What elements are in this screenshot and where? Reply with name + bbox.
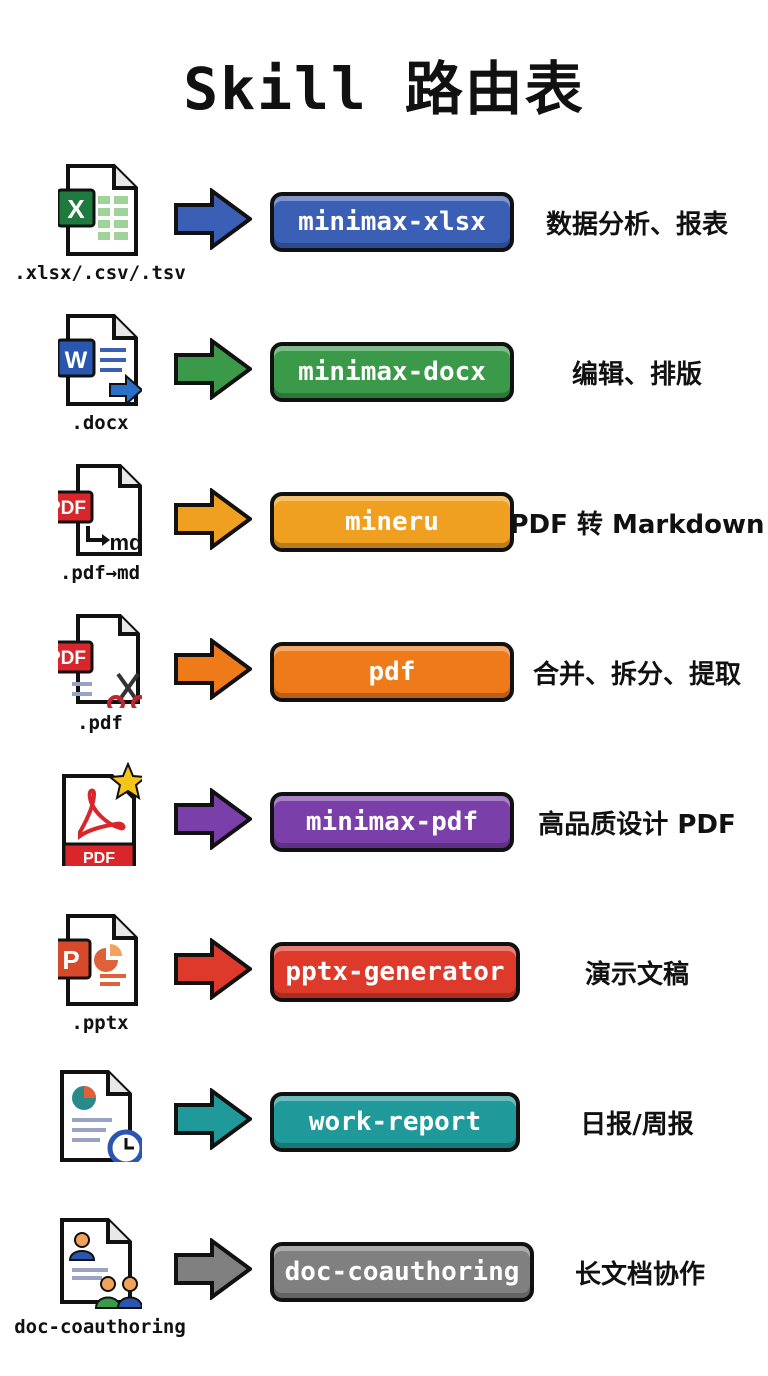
svg-text:md: md [110, 530, 143, 555]
arrow-icon [174, 488, 252, 550]
skill-description: 数据分析、报表 [545, 209, 728, 240]
arrow-icon [174, 638, 252, 700]
route-row-pptx: P .pptx pptx-generator 演示文稿 [0, 900, 768, 1050]
skill-description: 日报/周报 [580, 1109, 694, 1140]
pdf-to-md-icon: PDF md [58, 462, 142, 558]
skill-description: 长文档协作 [574, 1259, 705, 1290]
skill-pill-minimax-pdf[interactable]: minimax-pdf [270, 792, 514, 852]
route-row-pdf: PDF .pdf pdf 合并、拆分、提取 [0, 600, 768, 750]
svg-text:PDF: PDF [58, 498, 86, 519]
route-row-mineru: PDF md .pdf→md mineru PDF 转 Markdown [0, 450, 768, 600]
route-row-minimax-pdf: PDF minimax-pdf 高品质设计 PDF [0, 750, 768, 900]
file-label: .pdf→md [59, 562, 141, 584]
file-label: .pdf [77, 712, 123, 734]
skill-description: PDF 转 Markdown [509, 509, 765, 540]
skill-description: 高品质设计 PDF [538, 809, 736, 840]
arrow-icon [174, 1088, 252, 1150]
arrow-icon [174, 1238, 252, 1300]
skill-pill-work-report[interactable]: work-report [270, 1092, 520, 1152]
pdf-scissors-icon: PDF [58, 612, 142, 708]
skill-pill-pptx-generator[interactable]: pptx-generator [270, 942, 520, 1002]
skill-pill-minimax-xlsx[interactable]: minimax-xlsx [270, 192, 514, 252]
route-row-docx: W .docx minimax-docx 编辑、排版 [0, 300, 768, 450]
skill-pill-doc-coauthoring[interactable]: doc-coauthoring [270, 1242, 534, 1302]
skill-pill-mineru[interactable]: mineru [270, 492, 514, 552]
file-label: .xlsx/.csv/.tsv [14, 262, 186, 284]
route-row-work-report: work-report 日报/周报 [0, 1050, 768, 1200]
route-row-doc-coauthoring: doc-coauthoring doc-coauthoring 长文档协作 [0, 1200, 768, 1350]
acrobat-star-icon: PDF [58, 762, 142, 866]
coauthor-users-icon [58, 1212, 142, 1309]
arrow-icon [174, 338, 252, 400]
report-clock-icon [58, 1062, 142, 1162]
route-row-xlsx: X .xlsx/.csv/.tsv minimax-xlsx 数据分析、报表 [0, 150, 768, 300]
page-title: Skill 路由表 [183, 55, 585, 123]
skill-description: 合并、拆分、提取 [532, 659, 741, 690]
file-label: doc-coauthoring [14, 1316, 186, 1338]
svg-text:PDF: PDF [58, 648, 86, 669]
arrow-icon [174, 188, 252, 250]
file-label: .docx [71, 412, 129, 434]
svg-text:P: P [62, 945, 79, 975]
arrow-icon [174, 788, 252, 850]
skill-description: 演示文稿 [584, 959, 689, 990]
skill-description: 编辑、排版 [571, 359, 702, 390]
svg-text:PDF: PDF [83, 850, 115, 866]
powerpoint-file-icon: P [58, 912, 142, 1008]
file-label: .pptx [71, 1012, 129, 1034]
word-file-icon: W [58, 312, 142, 408]
skill-pill-minimax-docx[interactable]: minimax-docx [270, 342, 514, 402]
skill-pill-pdf[interactable]: pdf [270, 642, 514, 702]
excel-file-icon: X [58, 162, 142, 258]
svg-text:W: W [65, 347, 88, 374]
arrow-icon [174, 938, 252, 1000]
svg-text:X: X [67, 194, 85, 224]
